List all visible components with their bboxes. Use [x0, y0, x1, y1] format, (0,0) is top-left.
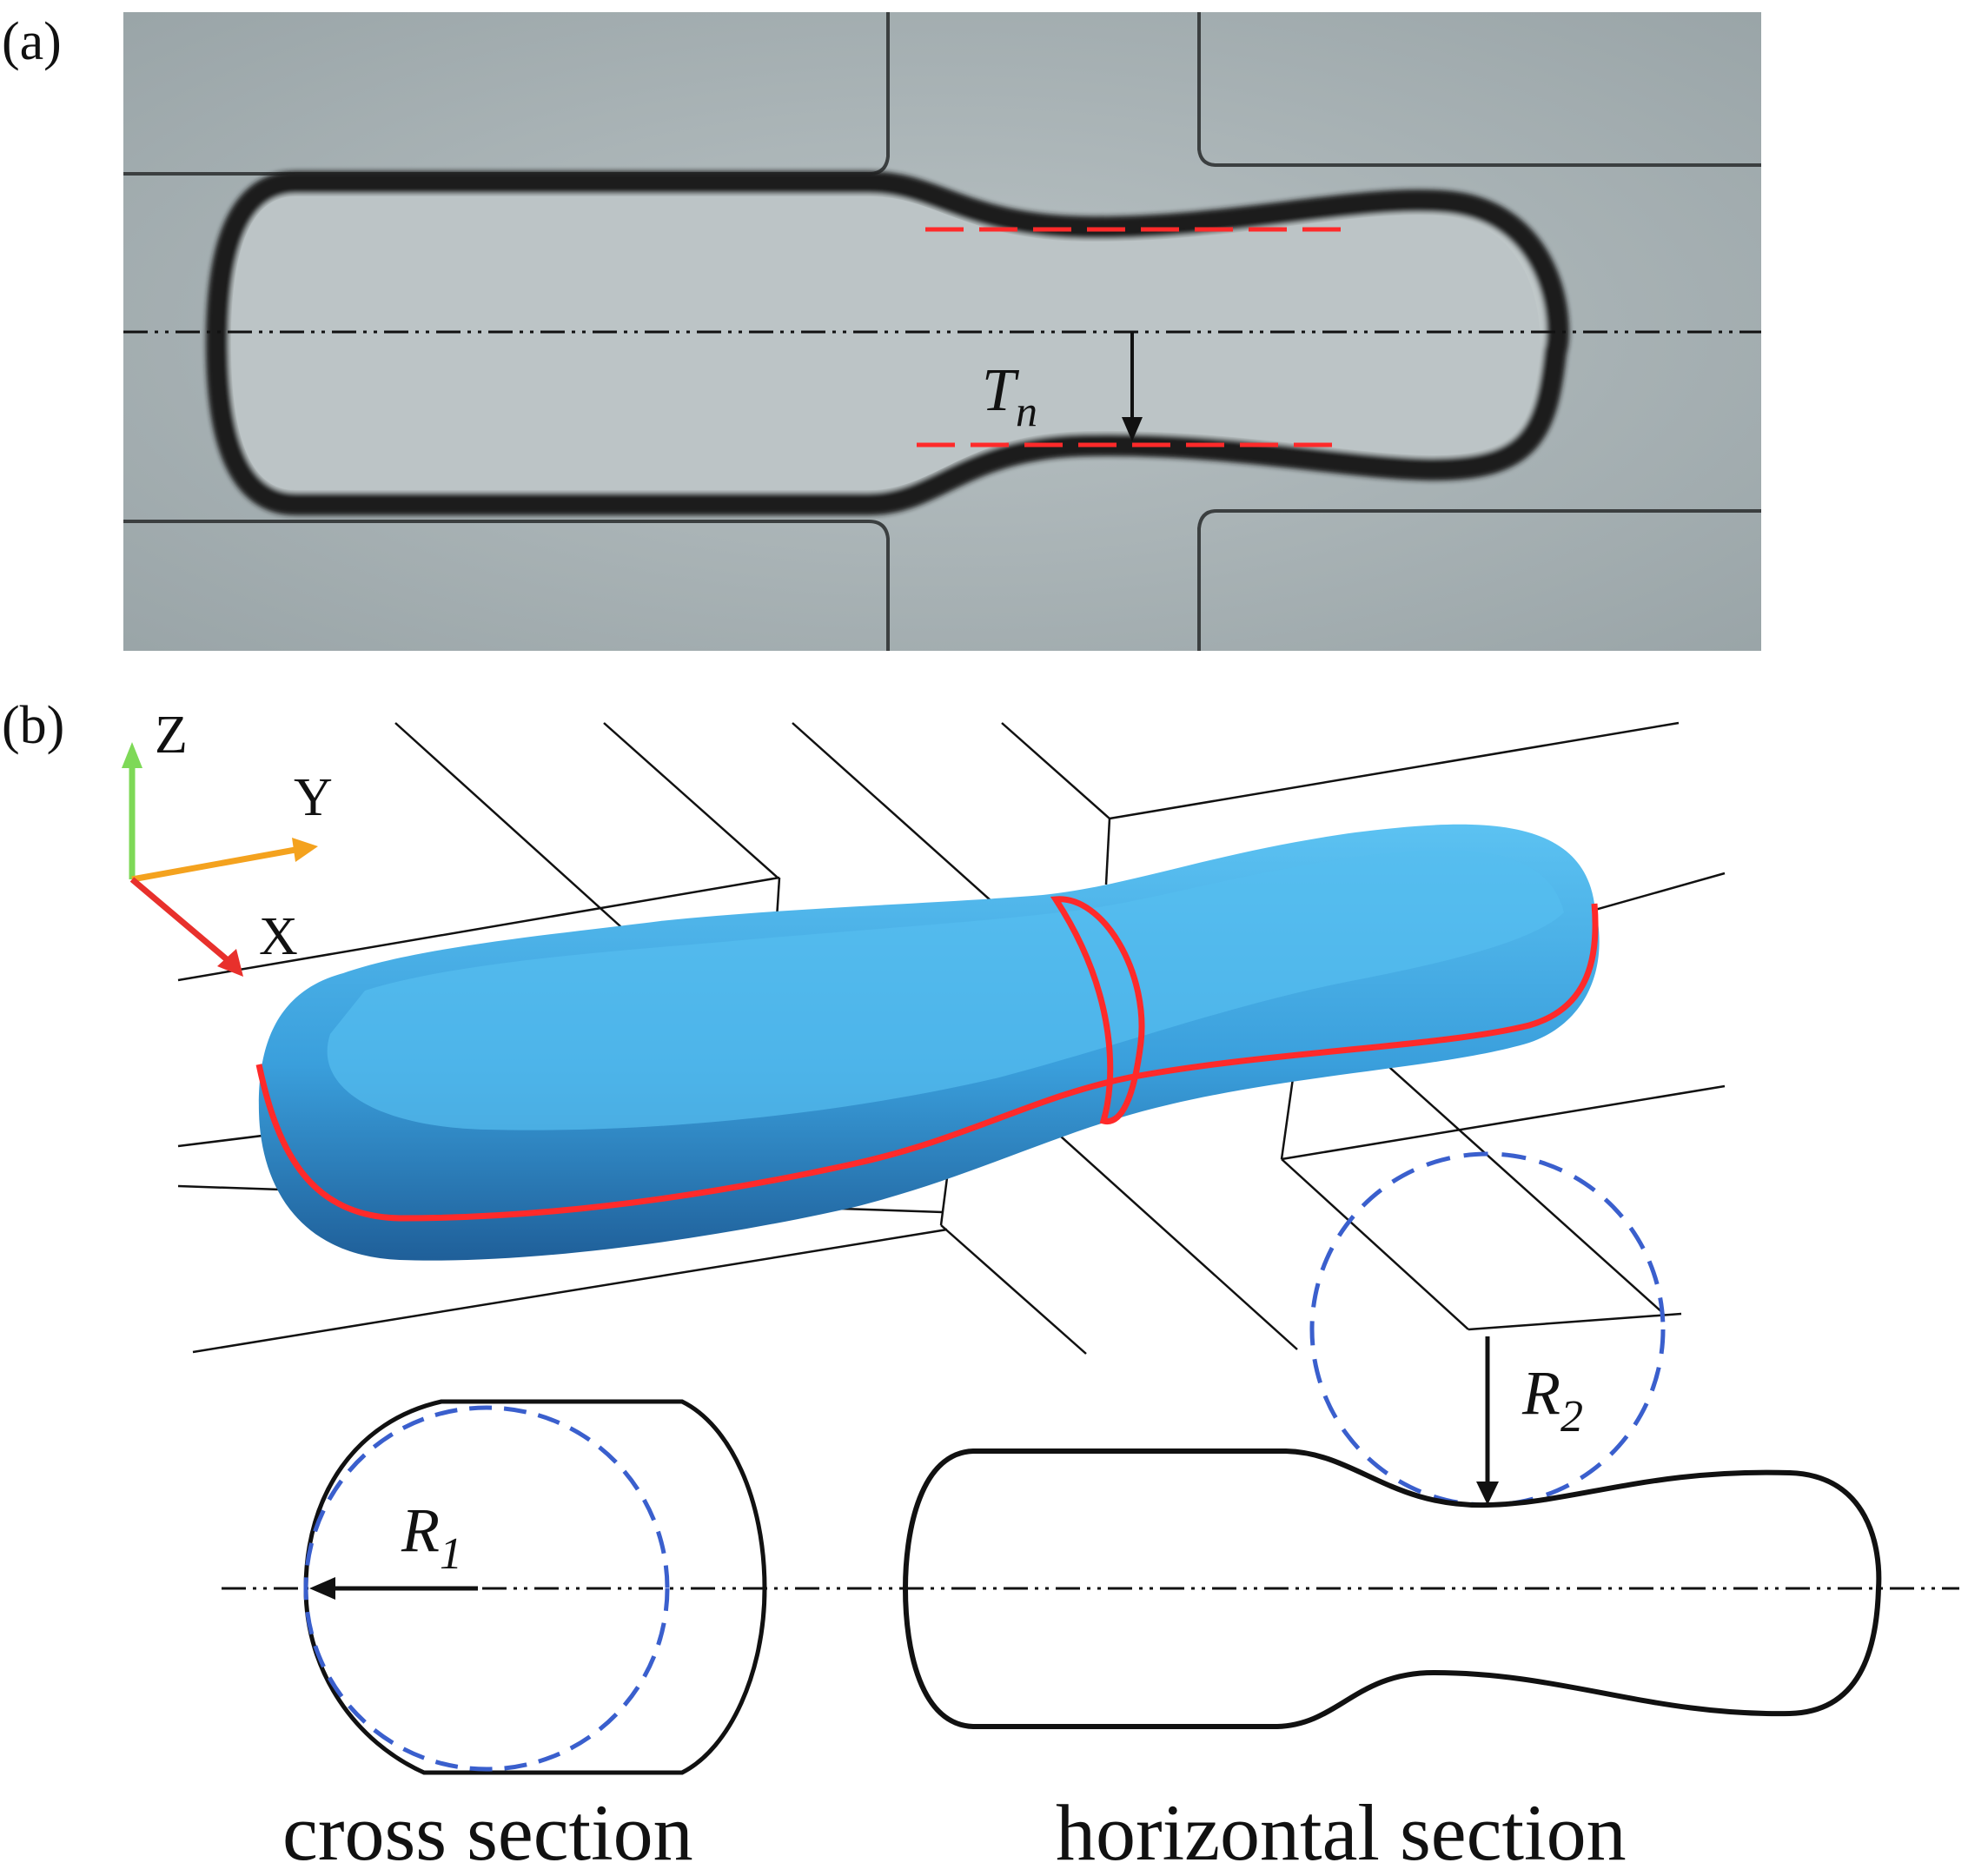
cross-section-outline	[303, 1399, 767, 1775]
neck-ring-contour	[1050, 896, 1145, 1124]
axes-triad: Z Y X	[122, 706, 333, 977]
wall-top-right	[1197, 12, 1761, 167]
cross-section-diagram: R1	[222, 1399, 1959, 1775]
wire-4	[1001, 722, 1110, 819]
panel-a-photo: Tn	[123, 12, 1761, 651]
horizontal-section-outline	[902, 1448, 1882, 1729]
y-axis	[131, 846, 296, 883]
x-label: X	[259, 907, 298, 966]
wire-7	[177, 876, 780, 982]
caption-horizontal-section: horizontal section	[1056, 1788, 1627, 1876]
x-arrowhead	[217, 949, 243, 977]
wire-5	[1109, 721, 1680, 820]
r2-arrowhead	[1476, 1482, 1499, 1505]
x-axis	[129, 877, 230, 963]
z-arrowhead	[122, 742, 142, 768]
droplet-inner-fill	[231, 196, 1541, 490]
wire-18	[940, 1224, 1087, 1355]
wire-13	[1281, 1158, 1469, 1330]
y-label: Y	[294, 768, 333, 827]
tn-arrowhead	[1122, 417, 1143, 441]
r1-dashed-circle	[303, 1405, 670, 1772]
tn-label: Tn	[982, 357, 1037, 435]
r2-label: R2	[1521, 1358, 1583, 1442]
z-label: Z	[155, 706, 188, 765]
y-arrowhead	[292, 838, 318, 862]
wire-3	[792, 722, 1009, 917]
droplet-3d-top-highlight	[327, 850, 1565, 1130]
wire-19	[192, 1228, 948, 1354]
wire-6	[1104, 818, 1111, 885]
r1-label: R1	[401, 1495, 462, 1579]
panel-a-label: (a)	[2, 12, 62, 71]
equator-contour	[255, 903, 1599, 1222]
caption-cross-section: cross section	[282, 1788, 693, 1876]
wire-1	[394, 722, 631, 936]
wire-2	[603, 722, 779, 878]
horizontal-section-diagram	[902, 1448, 1882, 1729]
wall-bottom-left	[123, 520, 890, 651]
wall-bottom-right	[1197, 509, 1761, 651]
r1-arrowhead	[309, 1577, 335, 1600]
panel-b-label: (b)	[2, 696, 64, 755]
panel-b-render: Z Y X R2	[122, 706, 1726, 1508]
wire-12	[1281, 1084, 1726, 1161]
wire-20	[1468, 1312, 1682, 1331]
